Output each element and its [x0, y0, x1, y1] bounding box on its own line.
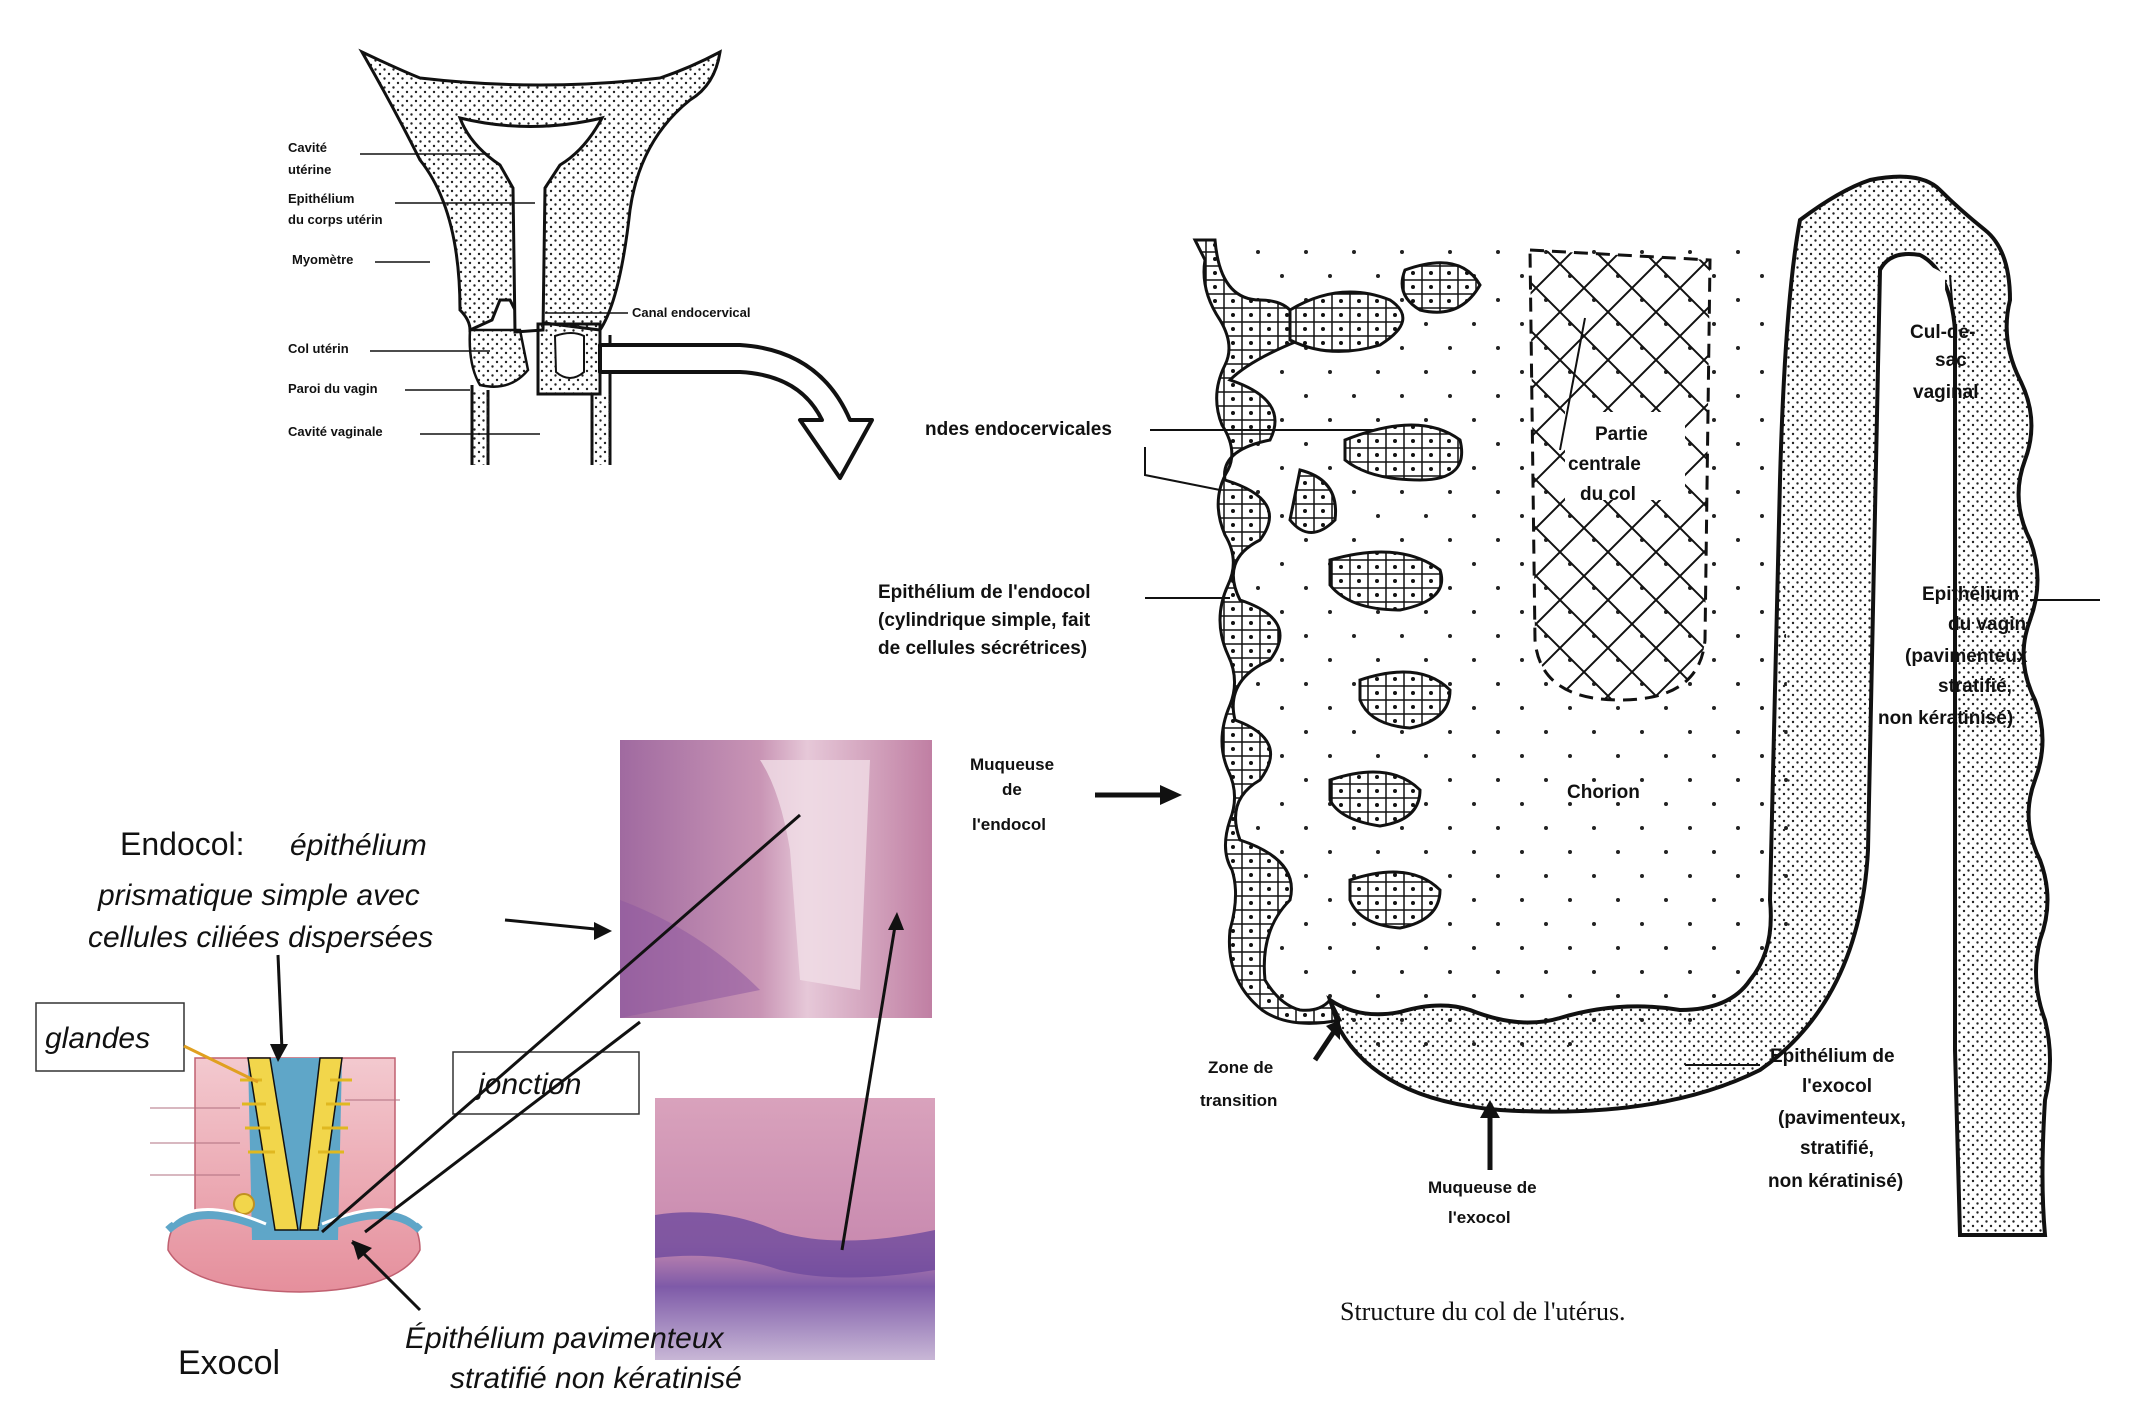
label-epithelium-exocol-4: stratifié, [1800, 1138, 1874, 1159]
label-muqueuse-endocol-1: Muqueuse [970, 755, 1054, 774]
endocol-epithelium [1192, 238, 1343, 1025]
arrow-zone-transition [1312, 1028, 1338, 1062]
label-epithelium-vagin-5: non kératinisé) [1878, 708, 2013, 729]
label-cul-de-sac-1: Cul-de- [1910, 322, 1975, 343]
label-epithelium-exocol-2: l'exocol [1802, 1076, 1872, 1097]
label-canal-endocervical: Canal endocervical [632, 305, 751, 320]
label-endocol-desc-1: épithélium [290, 829, 427, 862]
caption: Structure du col de l'utérus. [1340, 1297, 1626, 1326]
label-zone-transition-1: Zone de [1208, 1058, 1273, 1077]
label-epithelium-vagin-4: stratifié, [1938, 676, 2012, 697]
label-myometre: Myomètre [292, 252, 353, 267]
uterus-drawing: Cavité utérine Epithélium du corps utéri… [288, 48, 874, 480]
label-muqueuse-endocol-3: l'endocol [972, 815, 1046, 834]
label-cavite-vaginale: Cavité vaginale [288, 424, 383, 439]
jonction-line-1 [321, 813, 801, 1234]
exocol-vagin-epithelium [1326, 174, 2052, 1237]
label-jonction: jonction [474, 1068, 581, 1101]
cervix-left [468, 328, 530, 388]
label-epithelium-corps: Epithélium [288, 191, 354, 206]
label-cul-de-sac-3: vaginal [1913, 382, 1978, 403]
schema-glands [240, 1078, 352, 1154]
histology-photos [620, 740, 935, 1360]
zoom-arrow [598, 343, 874, 480]
jonction-label-box [452, 1051, 640, 1115]
label-epithelium-exocol-5: non kératinisé) [1768, 1171, 1903, 1192]
label-epithelium-vagin-1: Epithélium [1922, 584, 2019, 605]
endocervical-glands [1288, 261, 1482, 930]
label-epithelium-endocol-3: de cellules sécrétrices) [878, 638, 1087, 659]
label-endocol-desc-3: cellules ciliées dispersées [88, 921, 433, 954]
glandes-pointer [183, 1044, 259, 1084]
label-partie-centrale-1: Partie [1595, 424, 1648, 445]
endocol-pointer [276, 954, 284, 1051]
label-endocol-title: Endocol: [120, 826, 245, 862]
cervix-structure: ndes endocervicales Epithélium de l'endo… [878, 174, 2100, 1326]
cervix-detail-inner [553, 332, 585, 379]
label-glandes-endocervicales: ndes endocervicales [925, 419, 1112, 440]
label-epithelium-pav-2: stratifié non kératinisé [450, 1362, 742, 1395]
label-cavite-uterine: Cavité [288, 140, 327, 155]
label-cul-de-sac-2: sac [1935, 350, 1967, 371]
label-exocol: Exocol [178, 1344, 280, 1382]
label-epithelium-vagin-3: (pavimenteux [1905, 646, 2028, 667]
label-epithelium-endocol-1: Epithélium de l'endocol [878, 582, 1090, 603]
label-col-uterin: Col utérin [288, 341, 349, 356]
schema-epithelium-yellow [247, 1057, 343, 1231]
label-chorion: Chorion [1567, 782, 1640, 803]
label-cavite-uterine-2: utérine [288, 162, 331, 177]
label-partie-centrale-3: du col [1580, 484, 1636, 505]
label-muqueuse-endocol-2: de [1002, 780, 1022, 799]
schema-nabothian-cyst [233, 1193, 255, 1215]
label-epithelium-exocol-3: (pavimenteux, [1778, 1108, 1906, 1129]
label-paroi-vagin: Paroi du vagin [288, 381, 378, 396]
label-epithelium-exocol-1: Epithélium de [1770, 1046, 1895, 1067]
label-glandes: glandes [45, 1022, 150, 1055]
schema-transition-band [165, 1211, 423, 1234]
label-epithelium-corps-2: du corps utérin [288, 212, 383, 227]
cervix-schema [150, 1057, 423, 1293]
jonction-line-2 [364, 1020, 641, 1234]
label-partie-centrale-2: centrale [1568, 454, 1641, 475]
label-zone-transition-2: transition [1200, 1091, 1277, 1110]
endocol-photo-arrow [504, 918, 606, 932]
glandes-label-box [35, 1002, 185, 1072]
label-epithelium-pav-1: Épithélium pavimenteux [405, 1322, 725, 1355]
label-muqueuse-exocol-1: Muqueuse de [1428, 1178, 1537, 1197]
label-epithelium-endocol-2: (cylindrique simple, fait [878, 610, 1091, 631]
label-epithelium-vagin-2: du vagin [1948, 614, 2026, 635]
label-muqueuse-exocol-2: l'exocol [1448, 1208, 1511, 1227]
exocol-photo-arrow [840, 919, 898, 1251]
label-endocol-desc-2: prismatique simple avec [97, 879, 420, 912]
